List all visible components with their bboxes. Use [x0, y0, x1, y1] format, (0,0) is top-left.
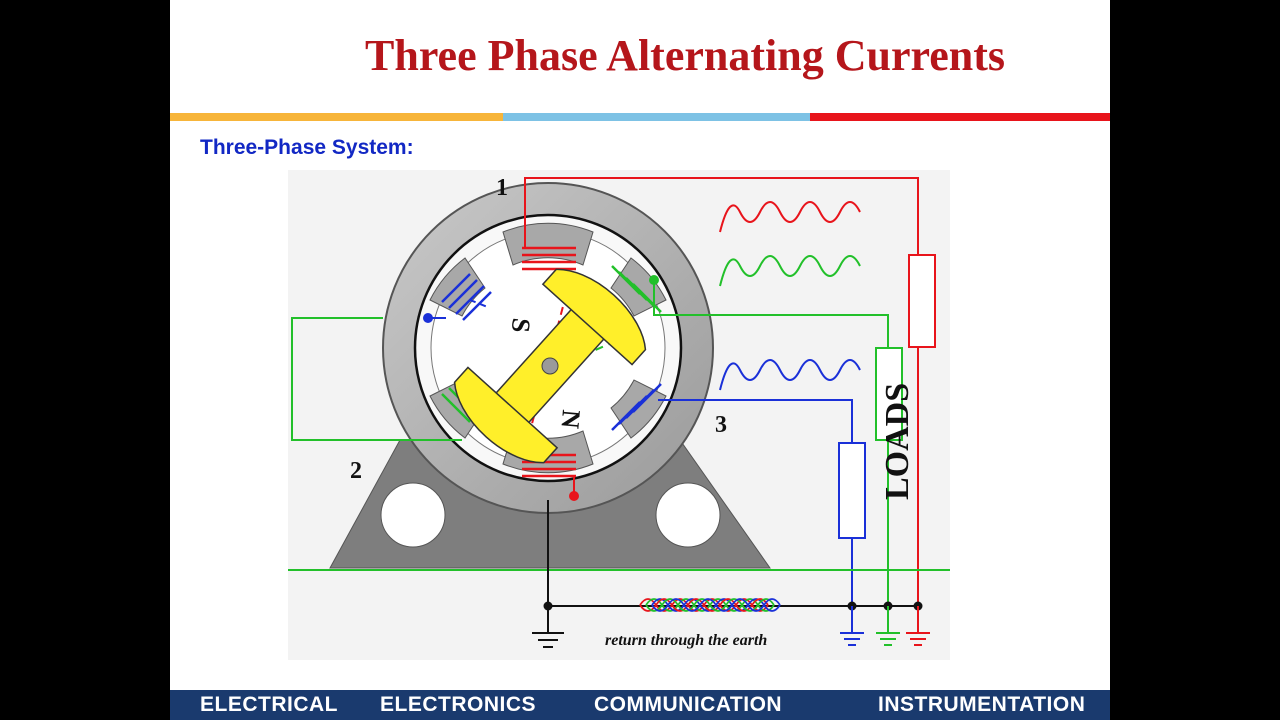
phase-label-1: 1	[496, 175, 508, 201]
waveform-phase1	[719, 201, 861, 233]
divider-red	[810, 113, 1110, 121]
three-phase-generator-diagram: S N	[288, 170, 950, 660]
rotor-pole-s: S	[506, 317, 536, 334]
terminal-phase3	[423, 313, 433, 323]
earth-symbol-phase3	[840, 606, 864, 646]
slide-subtitle: Three-Phase System:	[200, 136, 414, 159]
load-resistor-phase3	[838, 442, 866, 539]
earth-symbol-generator	[532, 632, 564, 648]
divider-orange	[170, 113, 503, 121]
neutral-nodes	[543, 601, 923, 611]
wire-phase2	[291, 280, 889, 606]
earth-return-waves	[639, 598, 781, 612]
winding-phase1-top	[522, 246, 576, 271]
winding-phase2-right	[611, 265, 662, 313]
rotor-shaft	[541, 357, 559, 375]
earth-symbol-phase1	[906, 606, 930, 646]
load-resistor-phase2	[875, 347, 903, 441]
load-resistor-phase1	[908, 254, 936, 348]
footer-item-electrical: ELECTRICAL	[200, 693, 338, 716]
axis-phase3	[469, 299, 491, 309]
waveform-phase2	[719, 255, 861, 287]
footer-item-communication: COMMUNICATION	[594, 693, 783, 716]
terminal-phase2	[649, 275, 659, 285]
footer-bar: ELECTRICAL ELECTRONICS COMMUNICATION INS…	[170, 690, 1110, 720]
winding-phase3-right	[611, 383, 662, 431]
rotor-pole-n: N	[555, 409, 586, 430]
loads-label: LOADS	[879, 383, 916, 500]
divider-blue	[503, 113, 810, 121]
footer-item-instrumentation: INSTRUMENTATION	[878, 693, 1086, 716]
phase-label-3: 3	[715, 412, 727, 438]
phase-label-2: 2	[350, 458, 362, 484]
waveform-phase3	[719, 359, 861, 391]
slide-title: Three Phase Alternating Currents	[365, 31, 1005, 80]
slide: Three Phase Alternating Currents Three-P…	[170, 0, 1110, 720]
footer-item-electronics: ELECTRONICS	[380, 693, 537, 716]
earth-symbol-phase2	[876, 606, 900, 646]
terminal-phase1	[569, 491, 579, 501]
earth-return-caption: return through the earth	[605, 632, 767, 649]
